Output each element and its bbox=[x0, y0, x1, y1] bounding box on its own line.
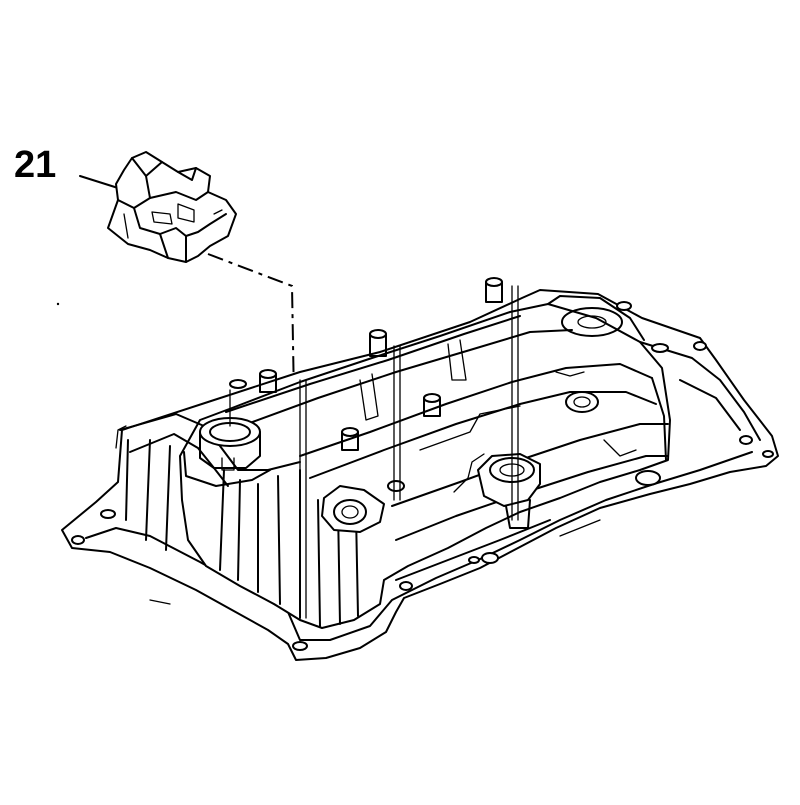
fastener-bosses bbox=[72, 278, 773, 650]
callout-leader-line bbox=[80, 176, 118, 188]
engine-cover-housing bbox=[62, 278, 778, 660]
alignment-guide-lines bbox=[230, 286, 518, 618]
callout-number-label: 21 bbox=[14, 144, 57, 186]
part-21-component bbox=[108, 152, 236, 262]
rear-port bbox=[566, 392, 598, 412]
right-boss bbox=[478, 454, 540, 506]
assembly-dashed-line bbox=[208, 254, 294, 400]
